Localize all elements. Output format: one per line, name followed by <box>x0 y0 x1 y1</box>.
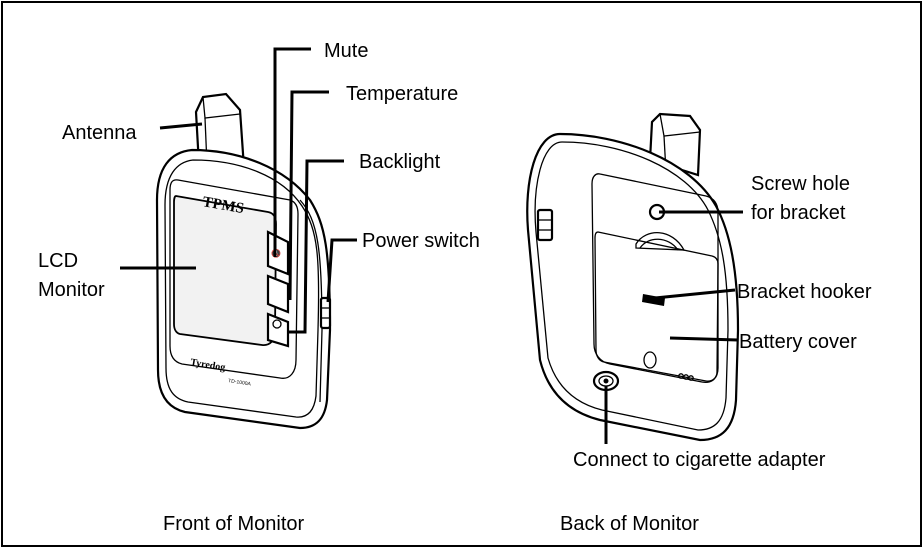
back-panel <box>591 173 719 384</box>
caption-front: Front of Monitor <box>163 513 305 535</box>
back-side-switch <box>536 208 554 242</box>
antenna-leader <box>159 122 203 130</box>
battery-cover-leader <box>669 336 739 342</box>
back-leader-lines <box>604 210 743 444</box>
label-lcd-line1: LCD <box>38 250 78 272</box>
label-screw-line1: Screw hole <box>751 173 850 195</box>
label-antenna: Antenna <box>62 122 137 144</box>
temperature-button <box>266 274 290 314</box>
antenna <box>194 92 246 170</box>
backlight-button <box>266 312 290 348</box>
bulb-icon <box>272 319 282 329</box>
temperature-leader <box>288 90 329 301</box>
label-battery-cover: Battery cover <box>739 331 857 353</box>
label-bracket-hooker: Bracket hooker <box>737 281 872 303</box>
back-monitor <box>526 112 740 442</box>
bracket-hooker-leader <box>654 288 736 300</box>
front-monitor: TPMS Tyredog TD-1000A 🔇 <box>155 92 332 430</box>
label-mute: Mute <box>324 40 368 62</box>
figure-frame <box>1 1 922 547</box>
label-temperature: Temperature <box>346 83 458 105</box>
lcd-screen <box>173 195 277 346</box>
cover-latch <box>643 351 657 369</box>
front-face-panel <box>169 179 299 379</box>
label-screw-line2: for bracket <box>751 202 846 224</box>
label-power-switch: Power switch <box>362 230 480 252</box>
label-backlight: Backlight <box>359 151 441 173</box>
power-leader <box>326 238 357 303</box>
mute-leader <box>273 47 311 257</box>
power-switch <box>319 296 332 330</box>
back-housing <box>526 132 740 442</box>
label-cigarette: Connect to cigarette adapter <box>573 449 826 471</box>
model-mark: TD-1000A <box>228 378 252 388</box>
brand-tpms: TPMS <box>201 194 245 217</box>
battery-cover <box>594 231 719 382</box>
front-leader-lines <box>120 47 357 334</box>
caption-back: Back of Monitor <box>560 513 699 535</box>
backlight-leader <box>287 159 344 334</box>
brand-tyredog: Tyredog <box>190 357 226 373</box>
label-lcd-line2: Monitor <box>38 279 105 301</box>
